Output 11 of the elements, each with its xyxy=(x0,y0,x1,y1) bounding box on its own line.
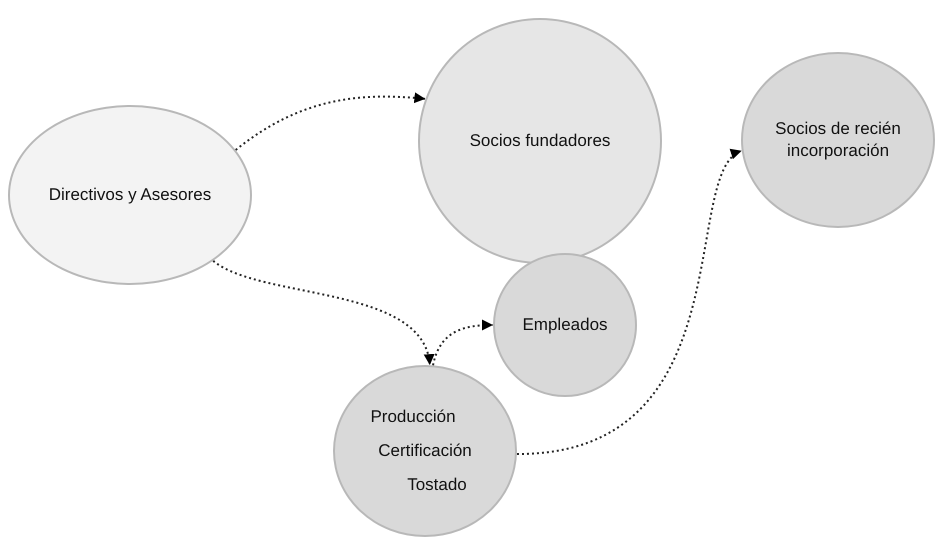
node-label: Empleados xyxy=(522,314,608,336)
node-label: Producción xyxy=(370,406,456,428)
dotted-arrow xyxy=(516,150,742,455)
node-label: Directivos y Asesores xyxy=(48,184,212,206)
node-label: Socios de recién incorporación xyxy=(774,118,902,162)
node-label: Tostado xyxy=(407,474,467,496)
dotted-arrow xyxy=(235,92,426,151)
dotted-arrow xyxy=(212,260,433,366)
dotted-arrow xyxy=(432,320,494,366)
node-label: Certificación xyxy=(378,440,472,462)
node-label: Socios fundadores xyxy=(470,130,610,152)
